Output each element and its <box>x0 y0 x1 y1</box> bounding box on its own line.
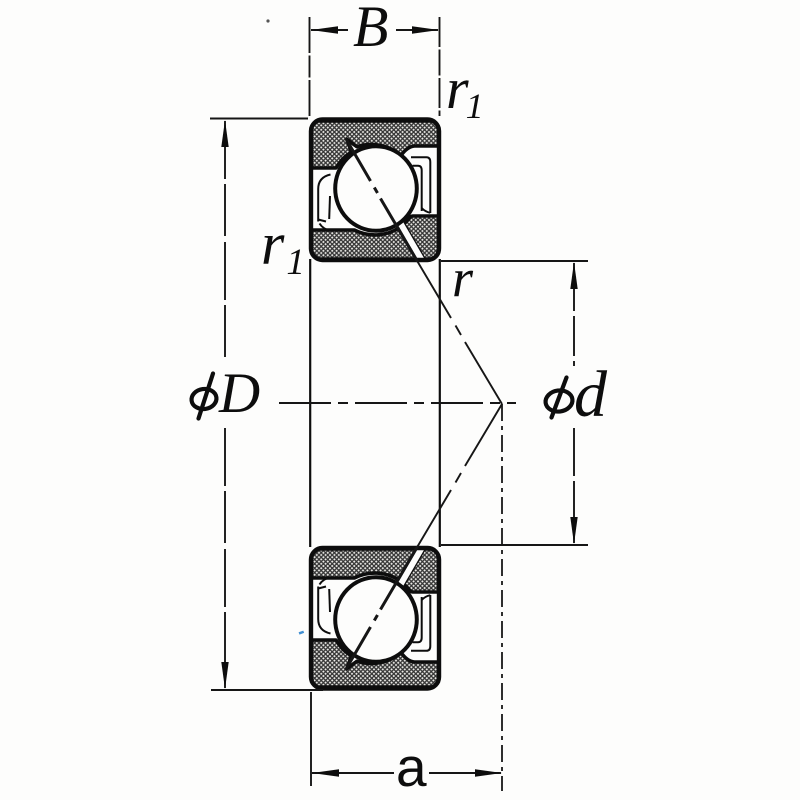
svg-text:r1: r1 <box>261 211 305 283</box>
svg-text:D: D <box>218 362 260 425</box>
svg-text:a: a <box>396 736 427 798</box>
svg-text:r1: r1 <box>446 56 484 126</box>
svg-text:d: d <box>574 358 608 431</box>
svg-text:r: r <box>452 248 474 308</box>
svg-text:B: B <box>353 0 388 59</box>
